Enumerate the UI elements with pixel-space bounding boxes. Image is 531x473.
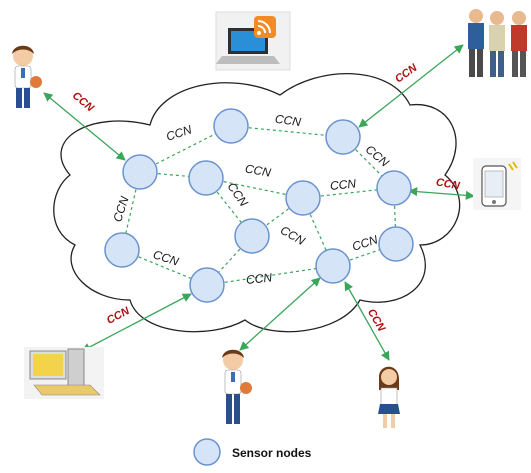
outer-link-label: CCN (70, 90, 97, 115)
outer-link-label: CCN (435, 176, 462, 192)
sensor-node (376, 170, 412, 206)
legend: Sensor nodes (193, 438, 312, 466)
outer-link-label: CCN (105, 305, 133, 327)
outer-link-top-right (358, 44, 464, 128)
smartphone-icon (473, 158, 521, 210)
outer-link-right (408, 187, 475, 200)
outer-link-bottom-center (239, 277, 321, 351)
sensor-node (285, 180, 321, 216)
sensor-node (378, 226, 414, 262)
sensor-node (315, 248, 351, 284)
link-label: CCN (245, 270, 273, 287)
sensor-node (189, 267, 225, 303)
laptop-rss-icon (215, 11, 291, 71)
legend-swatch (193, 438, 221, 466)
outer-link-bottom-left (81, 293, 192, 352)
people-group-icon (468, 9, 527, 77)
sensor-node (104, 232, 140, 268)
student-boy-icon (222, 349, 252, 424)
desktop-computer-icon (24, 347, 104, 399)
link-d-f (205, 177, 304, 199)
link-label: CCN (274, 112, 302, 130)
link-label: CCN (329, 176, 357, 193)
sensor-node (234, 218, 270, 254)
student-boy-icon (12, 45, 42, 108)
outer-links (43, 44, 475, 361)
sensor-node (122, 154, 158, 190)
outer-link-bottom-right (344, 281, 390, 361)
sensor-node (325, 119, 361, 155)
link-f-g (251, 197, 304, 237)
outer-link-label: CCN (365, 307, 388, 335)
legend-label: Sensor nodes (232, 446, 312, 460)
sensor-node (213, 108, 249, 144)
link-label: CCN (244, 161, 272, 179)
link-b-c (230, 125, 344, 138)
outer-link-top-left (43, 92, 126, 161)
sensor-nodes (104, 108, 414, 303)
student-girl-icon (378, 366, 400, 428)
sensor-node (188, 160, 224, 196)
